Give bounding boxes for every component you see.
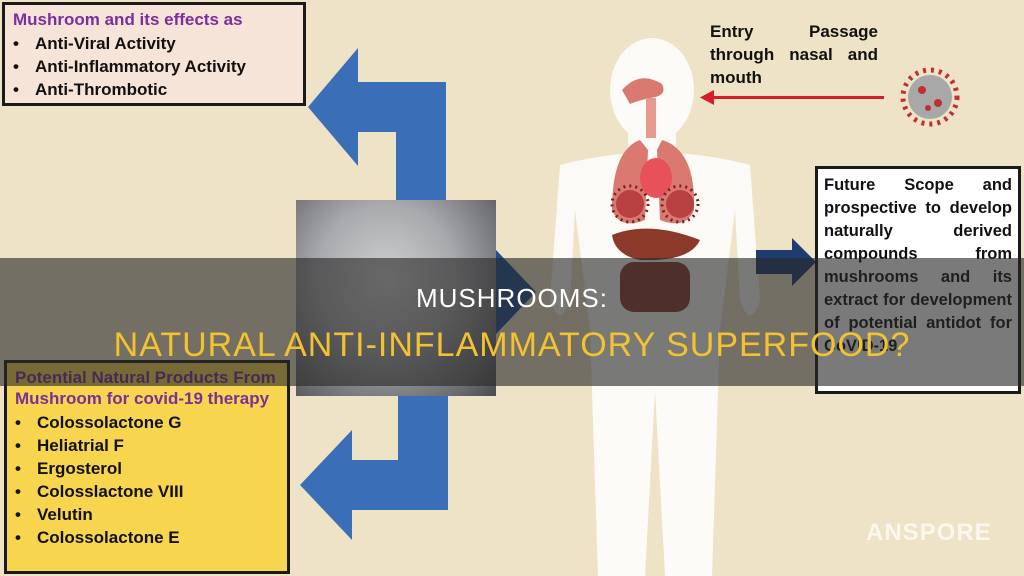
page-title-line2: NATURAL ANTI-INFLAMMATORY SUPERFOOD? xyxy=(113,326,911,364)
list-item: •Anti-Inflammatory Activity xyxy=(13,57,246,76)
natural-products-box: Potential Natural Products From Mushroom… xyxy=(4,360,290,574)
arrow-to-products xyxy=(300,390,448,540)
list-item: •Ergosterol xyxy=(15,459,123,478)
list-item: •Heliatrial F xyxy=(15,436,124,455)
list-item: •Velutin xyxy=(15,505,93,524)
virus-icon-entry xyxy=(900,67,960,127)
effects-box: Mushroom and its effects as •Anti-Viral … xyxy=(2,2,306,106)
title-overlay-band xyxy=(0,258,1024,386)
watermark-logo: ANSPORE xyxy=(866,519,992,546)
entry-arrow xyxy=(700,90,884,105)
virus-icon-lung-right xyxy=(660,184,700,224)
entry-passage-label: Entry Passage through nasal and mouth xyxy=(710,22,878,87)
arrow-to-effects xyxy=(308,48,446,212)
page-title-line1: MUSHROOMS: xyxy=(416,283,608,313)
list-item: •Colossolactone E xyxy=(15,528,180,547)
list-item: •Anti-Thrombotic xyxy=(13,80,168,99)
natural-products-list: •Colossolactone G •Heliatrial F •Ergoste… xyxy=(15,411,279,549)
list-item: •Anti-Viral Activity xyxy=(13,34,176,53)
virus-icon-lung-left xyxy=(610,184,650,224)
list-item: •Colosslactone VIII xyxy=(15,482,184,501)
effects-list: •Anti-Viral Activity •Anti-Inflammatory … xyxy=(13,32,295,101)
effects-heading: Mushroom and its effects as xyxy=(13,10,243,29)
list-item: •Colossolactone G xyxy=(15,413,182,432)
